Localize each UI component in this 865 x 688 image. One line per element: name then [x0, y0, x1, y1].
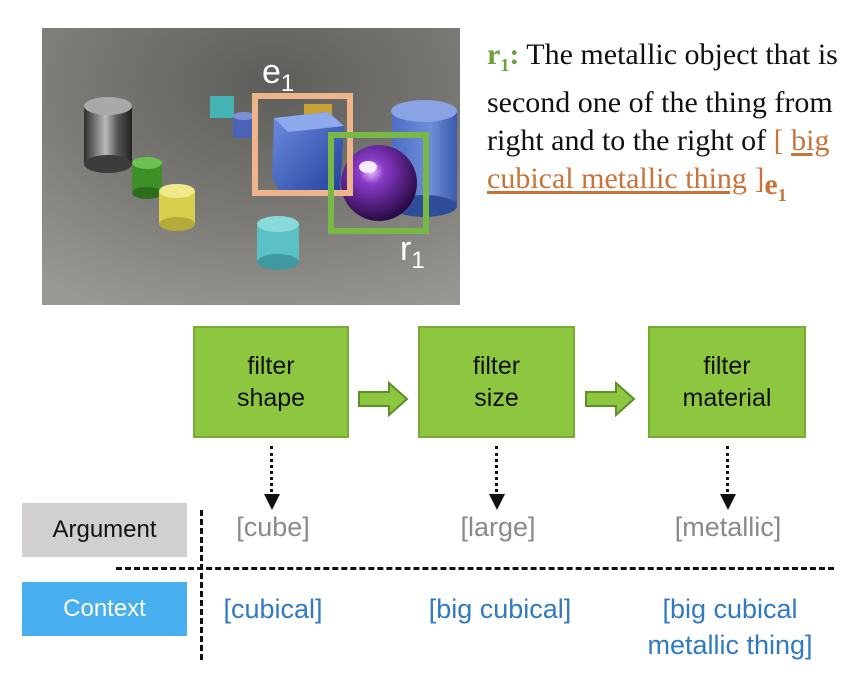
down-arrow-icon: [489, 494, 505, 510]
horizontal-separator: [116, 567, 834, 570]
argument-shape: [cube]: [236, 512, 310, 542]
entity-box-label: e1: [262, 53, 294, 97]
module-line1: filter: [247, 352, 295, 380]
argument-material: [metallic]: [674, 512, 782, 542]
module-line2: size: [474, 384, 519, 412]
module-line2: material: [682, 384, 772, 412]
module-line2: shape: [236, 384, 306, 412]
vertical-separator: [200, 510, 203, 660]
module-line1: filter: [472, 352, 521, 380]
module-line1: filter: [703, 352, 751, 380]
right-arrow-icon: [358, 381, 409, 417]
entity-bounding-box: [252, 93, 353, 196]
entity-phrase: [ big cubical metallic thing ]: [487, 124, 830, 195]
scene-image: e1 r1: [42, 28, 460, 305]
down-arrow-icon: [264, 494, 280, 510]
entity-label: e1: [764, 168, 787, 205]
module-filter-shape: filter shape: [193, 326, 349, 438]
argument-row-label: Argument: [22, 503, 187, 557]
context-shape: [cubical]: [223, 594, 323, 624]
module-filter-material: filter material: [648, 326, 806, 438]
expression-text: The metallic object that is second one o…: [487, 38, 838, 157]
down-arrow-shaft: [270, 446, 273, 498]
context-row-label: Context: [22, 582, 187, 636]
referent-bounding-box: [328, 132, 429, 234]
down-arrow-shaft: [726, 446, 729, 498]
down-arrow-icon: [720, 494, 736, 510]
argument-size: [large]: [460, 512, 536, 542]
referent-label: r1:: [487, 38, 520, 75]
right-arrow-icon: [585, 381, 636, 417]
referring-expression: r1: The metallic object that is second o…: [487, 36, 847, 208]
module-filter-size: filter size: [418, 326, 575, 438]
referent-box-label: r1: [400, 230, 425, 274]
context-size: [big cubical]: [428, 594, 572, 624]
down-arrow-shaft: [495, 446, 498, 498]
